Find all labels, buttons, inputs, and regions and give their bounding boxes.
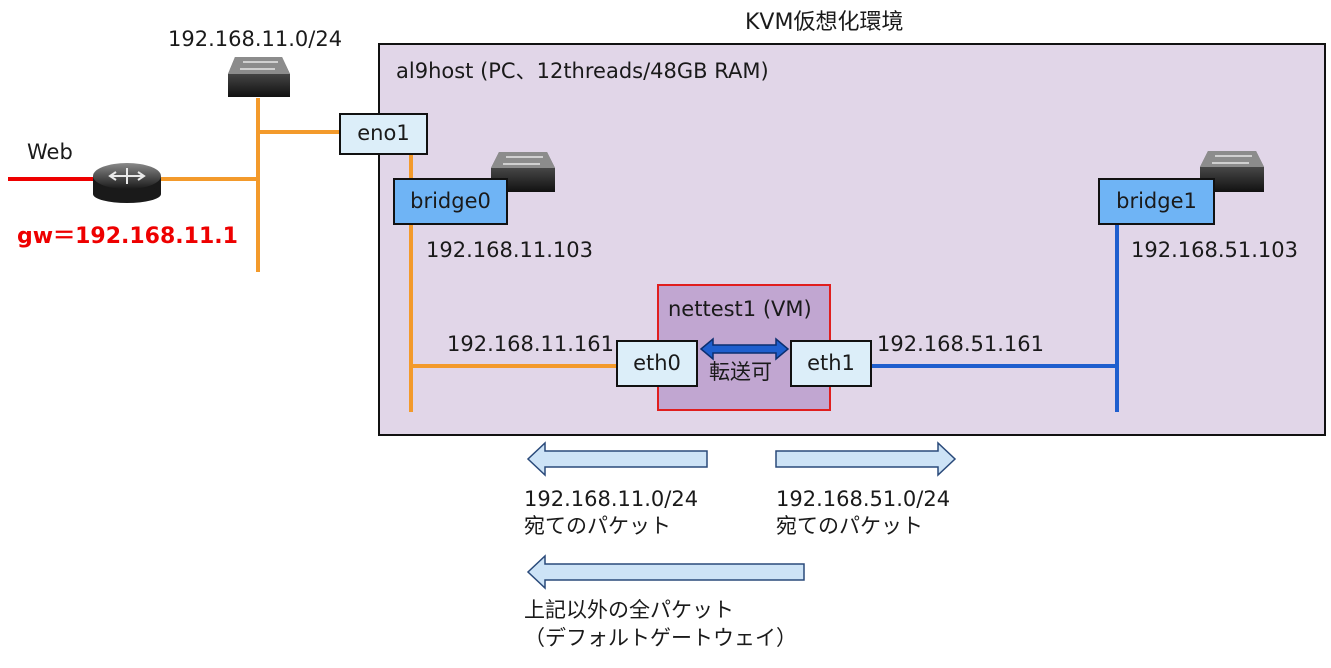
switch-icon-bridge0 — [491, 152, 555, 192]
forward-label: 転送可 — [709, 360, 772, 384]
arrow-left-11 — [526, 441, 708, 477]
router-icon — [93, 163, 161, 203]
network-top-label: 192.168.11.0/24 — [168, 27, 343, 51]
switch-icon-top — [228, 57, 290, 97]
diagram-title: KVM仮想化環境 — [745, 10, 904, 35]
bridge0-box: bridge0 — [393, 178, 508, 225]
arrow-right-51 — [775, 441, 957, 477]
forward-double-arrow — [699, 337, 790, 361]
eth1-ip: 192.168.51.161 — [877, 332, 1044, 356]
arrow-right-line2: 宛てのパケット — [776, 514, 923, 538]
web-label: Web — [27, 140, 73, 164]
bridge0-ip: 192.168.11.103 — [426, 238, 593, 262]
blue-network — [871, 224, 1119, 412]
eth0-port: eth0 — [616, 340, 698, 387]
arrow-left-line2: 宛てのパケット — [524, 514, 671, 538]
eno1-port: eno1 — [339, 113, 428, 155]
arrow-default-line1: 上記以外の全パケット — [524, 598, 734, 622]
arrow-left-default — [526, 554, 805, 590]
arrow-default-line2: （デフォルトゲートウェイ） — [524, 626, 797, 650]
bridge1-box: bridge1 — [1098, 178, 1215, 225]
host-label: al9host (PC、12threads/48GB RAM) — [396, 59, 769, 83]
arrow-left-line1: 192.168.11.0/24 — [524, 487, 699, 511]
orange-network — [158, 98, 617, 412]
gateway-label: gw＝192.168.11.1 — [17, 224, 238, 249]
bridge1-ip: 192.168.51.103 — [1131, 238, 1298, 262]
eth1-port: eth1 — [790, 340, 872, 387]
arrow-right-line1: 192.168.51.0/24 — [776, 487, 951, 511]
vm-label: nettest1 (VM) — [668, 297, 812, 321]
eth0-ip: 192.168.11.161 — [447, 332, 614, 356]
switch-icon-bridge1 — [1200, 151, 1264, 192]
